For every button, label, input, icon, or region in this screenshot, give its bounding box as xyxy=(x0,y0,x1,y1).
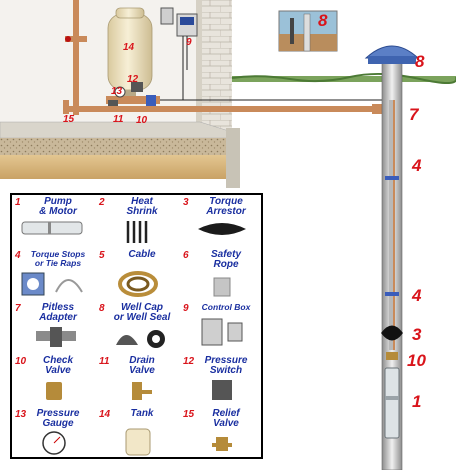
pressure-switch-icon xyxy=(212,380,232,400)
legend-label: Control Box xyxy=(201,302,251,312)
parts-legend: 1 Pump & Motor 2 Heat Shrink 3 Torque Ar… xyxy=(10,193,263,459)
tag-torque-stop-lower: 4 xyxy=(412,286,422,305)
legend-num: 8 xyxy=(99,303,105,314)
legend-item-drain-valve: 11 Drain Valve xyxy=(96,354,180,407)
tag-control-box: 9 xyxy=(186,37,192,48)
legend-label: Check Valve xyxy=(42,355,73,376)
legend-item-torque-arrestor: 3 Torque Arrestor xyxy=(180,195,264,248)
legend-num: 6 xyxy=(183,250,189,261)
legend-num: 12 xyxy=(183,356,195,367)
legend-label: Pump & Motor xyxy=(39,196,77,217)
pitless-adapter-icon xyxy=(36,327,76,347)
sand-layer xyxy=(0,155,232,179)
tag-torque-stop-upper: 4 xyxy=(412,156,422,175)
legend-label: Torque Arrestor xyxy=(206,196,246,217)
torque-stops-icon xyxy=(21,272,83,296)
legend-item-tank: 14 Tank xyxy=(96,407,180,460)
tag-well-cap: 8 xyxy=(415,52,425,71)
legend-label: Relief Valve xyxy=(212,408,240,429)
legend-label: Torque Stops or Tie Raps xyxy=(30,249,86,268)
supply-pipe xyxy=(73,0,79,115)
legend-num: 9 xyxy=(183,303,189,314)
legend-num: 2 xyxy=(99,197,105,208)
tag-pressure-switch: 12 xyxy=(127,74,139,85)
tank-tee xyxy=(106,96,160,104)
tag-torque-arrestor: 3 xyxy=(412,325,422,344)
heat-shrink-icon xyxy=(126,221,148,243)
torque-arrestor xyxy=(381,325,403,341)
tag-check-valve-house: 10 xyxy=(136,115,148,126)
cable-icon xyxy=(118,271,158,297)
submersible-pump xyxy=(384,367,400,439)
legend-num: 14 xyxy=(99,409,111,420)
tag-inset-well-cap: 8 xyxy=(318,11,328,30)
legend-item-safety-rope: 6 Safety Rope xyxy=(180,248,264,301)
tag-relief-valve: 15 xyxy=(63,114,75,125)
safety-rope-icon xyxy=(213,277,231,297)
legend-item-pitless-adapter: 7 Pitless Adapter xyxy=(12,301,96,354)
legend-item-well-cap: 8 Well Cap or Well Seal xyxy=(96,301,180,354)
legend-item-relief-valve: 15 Relief Valve xyxy=(180,407,264,460)
legend-num: 10 xyxy=(15,356,27,367)
legend-num: 1 xyxy=(15,197,21,208)
tag-tank: 14 xyxy=(123,42,135,53)
tag-check-valve-well: 10 xyxy=(407,351,426,370)
legend-num: 15 xyxy=(183,409,195,420)
well-cap xyxy=(364,45,420,59)
tank-icon xyxy=(125,428,151,456)
tag-pump: 1 xyxy=(412,392,422,411)
legend-num: 7 xyxy=(15,303,21,314)
brick-column xyxy=(200,0,232,138)
legend-label: Tank xyxy=(130,408,154,419)
legend-item-pump: 1 Pump & Motor xyxy=(12,195,96,248)
check-valve-icon xyxy=(46,382,62,400)
legend-item-pressure-switch: 12 Pressure Switch xyxy=(180,354,264,407)
legend-item-torque-stops: 4 Torque Stops or Tie Raps xyxy=(12,248,96,301)
legend-item-pressure-gauge: 13 Pressure Gauge xyxy=(12,407,96,460)
legend-label: Cable xyxy=(128,249,156,260)
legend-item-heat-shrink: 2 Heat Shrink xyxy=(96,195,180,248)
legend-item-check-valve: 10 Check Valve xyxy=(12,354,96,407)
legend-item-control-box: 9 Control Box xyxy=(180,301,264,354)
legend-label: Safety Rope xyxy=(210,249,241,270)
legend-num: 4 xyxy=(15,250,21,261)
legend-num: 5 xyxy=(99,250,105,261)
legend-item-cable: 5 Cable xyxy=(96,248,180,301)
relief-valve-icon xyxy=(212,437,232,451)
well-cap-icon xyxy=(116,330,165,348)
legend-label: Well Cap or Well Seal xyxy=(113,302,171,323)
tag-drain-valve: 11 xyxy=(113,114,124,125)
tag-pitless-adapter: 7 xyxy=(409,105,419,124)
legend-label: Pitless Adapter xyxy=(39,302,77,323)
drop-pipe-horizontal xyxy=(63,106,393,112)
legend-num: 13 xyxy=(15,409,27,420)
legend-label: Heat Shrink xyxy=(126,196,158,217)
control-box-icon xyxy=(201,318,243,346)
pump-icon xyxy=(21,221,83,235)
legend-num: 3 xyxy=(183,197,189,208)
pressure-gauge-icon xyxy=(42,431,66,455)
legend-num: 11 xyxy=(99,356,110,367)
legend-label: Pressure Switch xyxy=(204,355,248,376)
legend-label: Pressure Gauge xyxy=(36,408,80,429)
legend-label: Drain Valve xyxy=(129,355,155,376)
torque-arrestor-icon xyxy=(198,223,246,235)
tag-pressure-gauge: 13 xyxy=(111,86,123,97)
drain-valve-icon xyxy=(132,382,152,400)
